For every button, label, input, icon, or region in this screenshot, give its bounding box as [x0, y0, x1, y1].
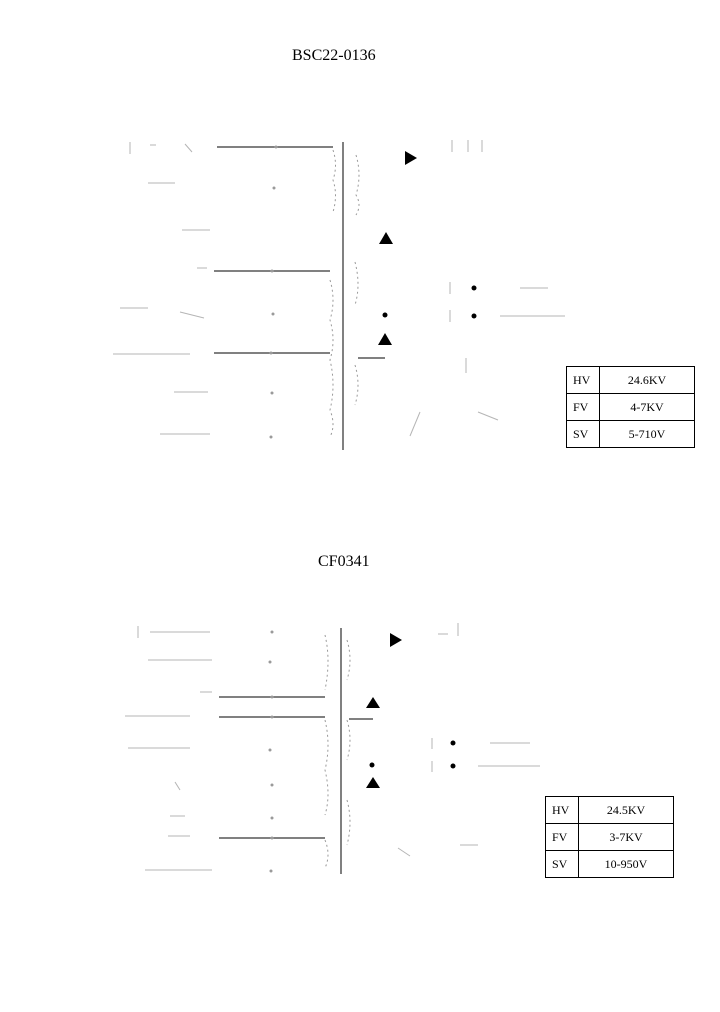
pin-markers: [268, 630, 274, 873]
spec-row: SV 10-950V: [545, 850, 674, 878]
transformer-schematic: [113, 140, 565, 450]
spec-value: 24.5KV: [578, 796, 674, 824]
dot-marker: [369, 762, 375, 768]
spec-key: HV: [545, 796, 579, 824]
spec-value: 4-7KV: [599, 393, 695, 421]
diode-triangle-icon: [379, 232, 393, 244]
faint-labels-right: [409, 282, 565, 437]
diode-triangle-icon: [366, 697, 380, 708]
output-arrow-icon: [405, 151, 417, 165]
faint-labels-right: [397, 738, 540, 857]
diode-triangle-icon: [378, 333, 392, 345]
output-label-ghost: [451, 140, 483, 152]
secondary-winding: [354, 154, 360, 406]
primary-winding: [329, 149, 336, 438]
diode-triangle-icon: [366, 777, 380, 788]
spec-key: FV: [566, 393, 600, 421]
primary-winding: [324, 634, 329, 869]
pin-markers: [269, 145, 278, 439]
dot-marker: [450, 763, 456, 769]
pin-label-ghosts: [125, 626, 212, 871]
transformer-model-title: BSC22-0136: [292, 47, 376, 64]
dot-marker: [450, 740, 456, 746]
dot-marker: [471, 313, 477, 319]
spec-table: HV 24.6KV FV 4-7KV SV 5-710V: [566, 366, 695, 448]
output-arrow-icon: [390, 633, 402, 647]
output-label-ghost: [438, 623, 459, 636]
spec-key: SV: [545, 850, 579, 878]
spec-row: FV 4-7KV: [566, 393, 695, 421]
spec-row: FV 3-7KV: [545, 823, 674, 851]
spec-row: SV 5-710V: [566, 420, 695, 448]
spec-key: FV: [545, 823, 579, 851]
spec-row: HV 24.6KV: [566, 366, 695, 394]
spec-value: 5-710V: [599, 420, 695, 448]
spec-table: HV 24.5KV FV 3-7KV SV 10-950V: [545, 796, 674, 878]
secondary-winding: [346, 639, 351, 846]
dot-marker: [471, 285, 477, 291]
transformer-model-title: CF0341: [318, 553, 370, 570]
spec-row: HV 24.5KV: [545, 796, 674, 824]
dot-marker: [382, 312, 388, 318]
spec-value: 3-7KV: [578, 823, 674, 851]
spec-value: 10-950V: [578, 850, 674, 878]
spec-value: 24.6KV: [599, 366, 695, 394]
pin-label-ghosts: [113, 142, 210, 435]
